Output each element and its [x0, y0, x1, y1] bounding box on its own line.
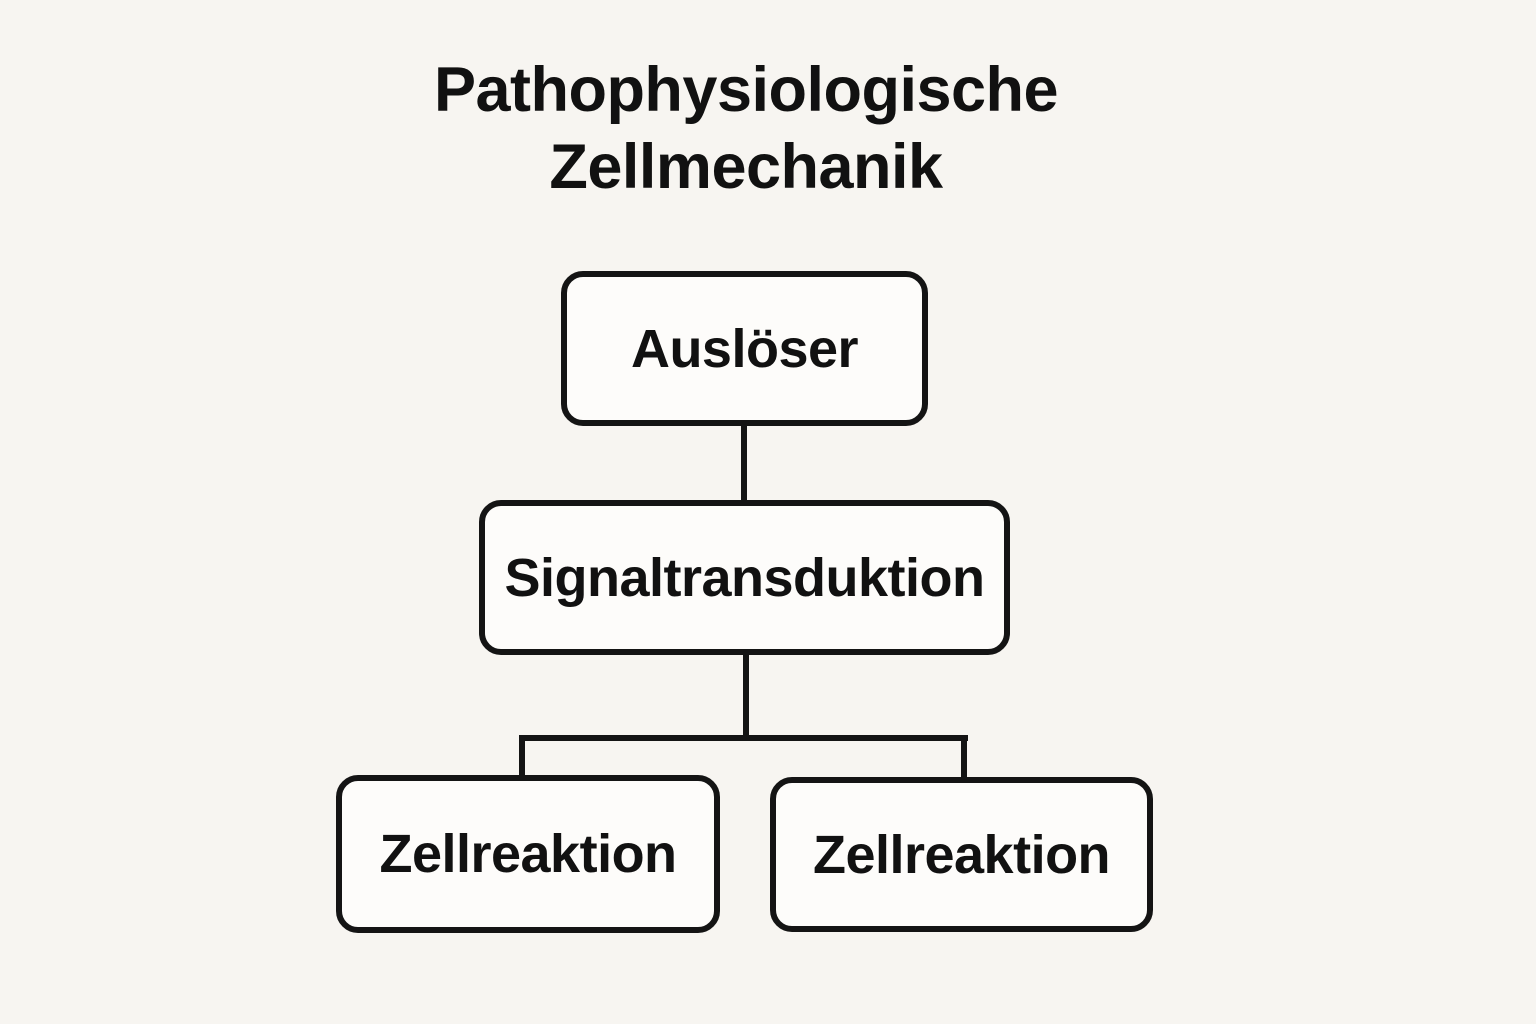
- connector-ausloeser-to-signaltransduktion: [741, 423, 747, 505]
- page-title-line-1: Pathophysiologische: [433, 55, 1059, 125]
- connector-branch-horizontal: [519, 735, 968, 741]
- node-signaltransduktion-label: Signaltransduktion: [504, 547, 985, 608]
- node-zellreaktion-right: Zellreaktion: [770, 777, 1153, 932]
- connector-signaltransduktion-to-branch: [743, 651, 749, 741]
- connector-branch-to-zellreaktion-right: [961, 735, 967, 781]
- node-signaltransduktion: Signaltransduktion: [479, 500, 1010, 655]
- node-zellreaktion-left-label: Zellreaktion: [379, 824, 677, 884]
- node-zellreaktion-right-label: Zellreaktion: [812, 824, 1111, 885]
- node-ausloeser: Auslöser: [561, 271, 928, 426]
- page-title-line-2: Zellmechanik: [549, 131, 943, 202]
- node-zellreaktion-left: Zellreaktion: [336, 775, 720, 933]
- connector-branch-to-zellreaktion-left: [519, 735, 525, 779]
- node-ausloeser-label: Auslöser: [630, 318, 859, 379]
